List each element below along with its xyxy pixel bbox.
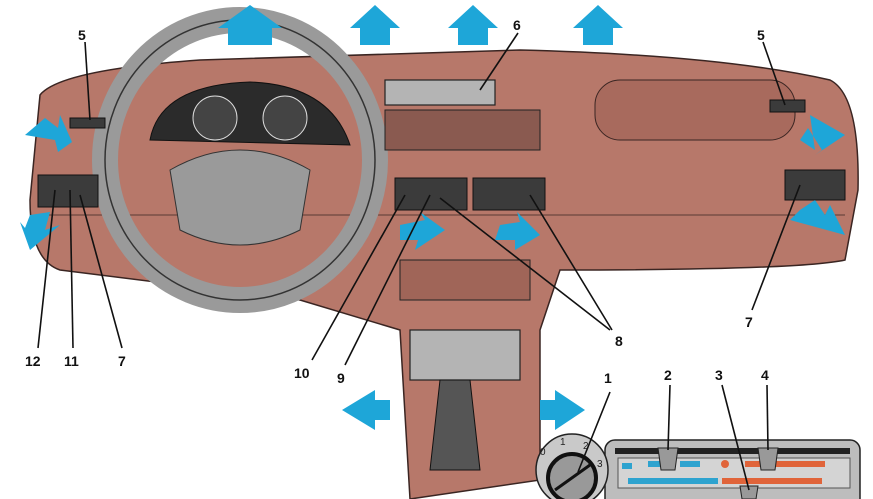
callout-4: 4	[761, 367, 769, 383]
airflow-arrows	[20, 5, 845, 430]
callout-5-right: 5	[757, 27, 765, 43]
air-distribution-slider[interactable]	[757, 447, 779, 471]
side-vent-left	[37, 174, 99, 208]
glovebox-panel	[594, 79, 796, 141]
callout-5-left: 5	[78, 27, 86, 43]
callout-7-right: 7	[745, 314, 753, 330]
callout-8: 8	[615, 333, 623, 349]
callout-10: 10	[294, 365, 310, 381]
center-vent-left	[394, 177, 468, 211]
radio-slot	[384, 109, 541, 151]
callout-7-left: 7	[118, 353, 126, 369]
recirculation-slider[interactable]	[739, 485, 759, 499]
side-window-vent-right	[769, 99, 806, 113]
side-vent-right	[784, 169, 846, 201]
hot-scale	[745, 461, 825, 467]
callout-1: 1	[604, 370, 612, 386]
callout-6: 6	[513, 17, 521, 33]
fan-pos-0: 0	[540, 447, 546, 458]
callout-9: 9	[337, 370, 345, 386]
temperature-slider[interactable]	[657, 447, 679, 471]
callout-12: 12	[25, 353, 41, 369]
fan-pos-2: 2	[583, 441, 589, 452]
fan-pos-3: 3	[597, 459, 603, 470]
callout-11: 11	[64, 353, 79, 369]
callout-2: 2	[664, 367, 672, 383]
leader-lines	[37, 32, 801, 491]
callout-3: 3	[715, 367, 723, 383]
switch-block	[384, 79, 496, 106]
gear-lever	[429, 379, 481, 471]
console-panel	[409, 329, 521, 381]
center-vent-right	[472, 177, 546, 211]
fan-pos-1: 1	[560, 437, 566, 448]
side-window-vent-left	[69, 117, 106, 129]
